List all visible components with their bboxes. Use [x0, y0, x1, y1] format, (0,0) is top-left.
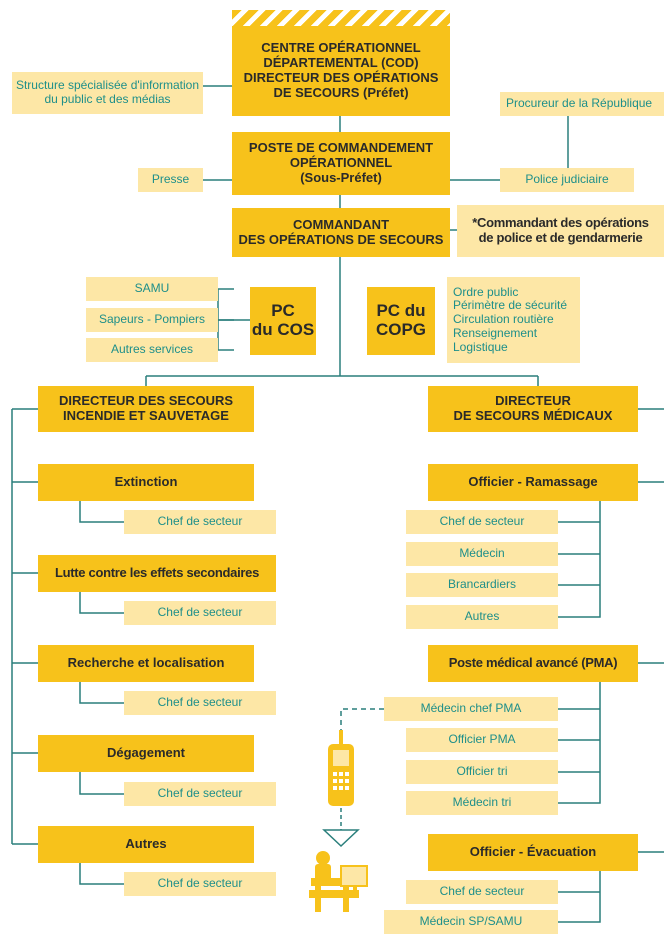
right-sub-label: Chef de secteur	[439, 884, 525, 899]
service-samu: SAMU	[86, 277, 218, 301]
right-group-title: Poste médical avancé (PMA)	[448, 655, 618, 671]
cos-line-2: DES OPÉRATIONS DE SECOURS	[238, 231, 444, 247]
left-sub-chef-secteur: Chef de secteur	[124, 691, 276, 715]
right-sub-medecin: Médecin	[406, 542, 558, 566]
police-judiciaire-label: Police judiciaire	[525, 172, 609, 187]
right-sub-medecin-tri: Médecin tri	[406, 791, 558, 815]
left-sub-label: Chef de secteur	[157, 605, 243, 620]
cos-box: COMMANDANT DES OPÉRATIONS DE SECOURS	[232, 208, 450, 257]
structure-info-box: Structure spécialisée d'information du p…	[12, 72, 203, 114]
service-label: SAMU	[134, 281, 170, 296]
cos-line-1: COMMANDANT	[292, 216, 390, 232]
copg-task: Périmètre de sécurité	[453, 298, 568, 313]
copg-line-2: de police et de gendarmerie	[478, 230, 643, 245]
cod-box: CENTRE OPÉRATIONNEL DÉPARTEMENTAL (COD) …	[232, 26, 450, 116]
dsm-line-2: DE SECOURS MÉDICAUX	[453, 408, 613, 423]
structure-info-line-2: du public et des médias	[44, 92, 171, 106]
right-group-pma: Poste médical avancé (PMA)	[428, 645, 638, 682]
right-sub-chef-secteur: Chef de secteur	[406, 510, 558, 534]
left-group-extinction: Extinction	[38, 464, 254, 501]
service-autres: Autres services	[86, 338, 218, 362]
left-group-title: Autres	[125, 836, 167, 852]
cod-hazard-stripes	[232, 10, 450, 26]
pc-copg-line-1: PC du	[376, 301, 426, 321]
right-sub-brancardiers: Brancardiers	[406, 573, 558, 597]
right-sub-medecin-sp-samu: Médecin SP/SAMU	[384, 910, 558, 934]
cod-line-2: DÉPARTEMENTAL (COD)	[263, 55, 419, 71]
service-sapeurs-pompiers: Sapeurs - Pompiers	[86, 308, 218, 332]
copg-line-1: *Commandant des opérations	[472, 215, 649, 231]
down-triangle-icon	[322, 829, 360, 848]
police-judiciaire-box: Police judiciaire	[500, 168, 634, 192]
pc-cos-line-2: du COS	[251, 320, 315, 339]
left-group-title: Recherche et localisation	[67, 655, 225, 671]
pc-cos-box: PC du COS	[250, 287, 316, 355]
left-sub-chef-secteur: Chef de secteur	[124, 510, 276, 534]
left-group-lutte: Lutte contre les effets secondaires	[38, 555, 276, 592]
right-group-title: Officier - Évacuation	[469, 844, 597, 860]
left-sub-chef-secteur: Chef de secteur	[124, 601, 276, 625]
copg-task: Renseignement	[453, 325, 538, 340]
left-group-title: Lutte contre les effets secondaires	[54, 565, 260, 581]
right-group-ramassage: Officier - Ramassage	[428, 464, 638, 501]
left-group-title: Extinction	[114, 474, 178, 490]
right-sub-label: Médecin chef PMA	[420, 701, 522, 716]
copg-task: Circulation routière	[453, 312, 554, 327]
operator-at-desk-icon	[309, 851, 368, 912]
right-group-evacuation: Officier - Évacuation	[428, 834, 638, 871]
right-sub-medecin-chef-pma: Médecin chef PMA	[384, 697, 558, 721]
right-sub-label: Brancardiers	[447, 577, 517, 592]
dsis-line-2: INCENDIE ET SAUVETAGE	[63, 408, 229, 423]
structure-info-line-1: Structure spécialisée d'information	[15, 78, 200, 93]
left-sub-label: Chef de secteur	[157, 514, 243, 529]
cod-line-3: DIRECTEUR DES OPÉRATIONS	[243, 70, 439, 85]
left-group-recherche: Recherche et localisation	[38, 645, 254, 682]
service-label: Sapeurs - Pompiers	[98, 312, 206, 327]
left-group-title: Dégagement	[106, 745, 186, 761]
presse-label: Presse	[151, 172, 190, 187]
right-sub-label: Médecin	[459, 546, 505, 561]
left-sub-label: Chef de secteur	[157, 876, 243, 891]
dsis-box: DIRECTEUR DES SECOURS INCENDIE ET SAUVET…	[38, 386, 254, 432]
pc-cos-line-1: PC	[271, 301, 295, 321]
cod-line-4: DE SECOURS (Préfet)	[273, 84, 409, 100]
left-group-autres: Autres	[38, 826, 254, 863]
procureur-box: Procureur de la République	[500, 92, 664, 116]
right-sub-autres: Autres	[406, 605, 558, 629]
copg-tasks-box: Ordre public Périmètre de sécurité Circu…	[447, 277, 580, 363]
left-sub-chef-secteur: Chef de secteur	[124, 782, 276, 806]
left-sub-label: Chef de secteur	[157, 786, 243, 801]
right-sub-label: Autres	[464, 609, 500, 624]
dsis-line-1: DIRECTEUR DES SECOURS	[58, 393, 234, 409]
right-sub-label: Médecin tri	[452, 795, 512, 810]
right-sub-officier-tri: Officier tri	[406, 760, 558, 784]
left-sub-chef-secteur: Chef de secteur	[124, 872, 276, 896]
copg-box: *Commandant des opérations de police et …	[457, 205, 664, 257]
left-group-degagement: Dégagement	[38, 735, 254, 772]
pco-line-3: (Sous-Préfet)	[300, 169, 382, 185]
presse-box: Presse	[138, 168, 203, 192]
pco-box: POSTE DE COMMANDEMENT OPÉRATIONNEL (Sous…	[232, 132, 450, 195]
copg-task: Logistique	[453, 339, 508, 354]
right-sub-label: Officier PMA	[448, 732, 516, 747]
dsm-box: DIRECTEUR DE SECOURS MÉDICAUX	[428, 386, 638, 432]
pc-copg-line-2: COPG	[375, 320, 427, 339]
pc-copg-box: PC du COPG	[367, 287, 435, 355]
right-sub-label: Chef de secteur	[439, 514, 525, 529]
right-sub-label: Officier tri	[456, 764, 508, 779]
radio-handset-icon	[328, 730, 354, 806]
pco-line-1: POSTE DE COMMANDEMENT	[248, 140, 434, 156]
procureur-label: Procureur de la République	[506, 96, 653, 111]
right-sub-officier-pma: Officier PMA	[406, 728, 558, 752]
right-sub-label: Médecin SP/SAMU	[419, 914, 523, 929]
right-group-title: Officier - Ramassage	[468, 474, 598, 490]
copg-task: Ordre public	[453, 284, 519, 299]
dsm-line-1: DIRECTEUR	[495, 393, 571, 409]
right-sub-chef-secteur: Chef de secteur	[406, 880, 558, 904]
service-label: Autres services	[110, 342, 194, 357]
pco-line-2: OPÉRATIONNEL	[289, 155, 393, 171]
cod-line-1: CENTRE OPÉRATIONNEL	[261, 40, 421, 56]
left-sub-label: Chef de secteur	[157, 695, 243, 710]
